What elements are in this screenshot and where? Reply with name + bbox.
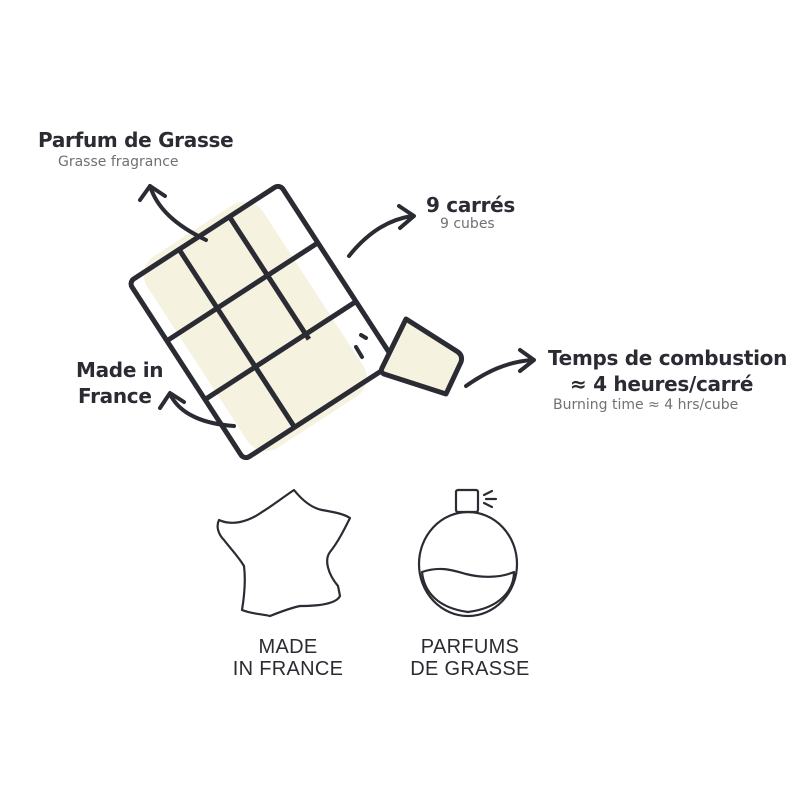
burn-time-value: ≈ 4 heures/carré (570, 372, 754, 396)
france-map-icon (216, 488, 352, 618)
burn-time-title: Temps de combustion (548, 346, 788, 370)
grasse-title: Parfum de Grasse (38, 128, 234, 152)
made-in-france-badge-label: MADE IN FRANCE (208, 636, 368, 680)
grasse-subtitle: Grasse fragrance (58, 154, 179, 170)
burn-time-subtitle: Burning time ≈ 4 hrs/cube (553, 397, 739, 413)
france-line2: France (78, 384, 152, 408)
arrow-to-cubes-icon (347, 204, 416, 258)
made-in-france-line2: IN FRANCE (232, 658, 344, 680)
arrow-to-burn-time-icon (464, 348, 536, 388)
perfume-bottle-icon (417, 488, 519, 618)
made-in-france-line1: MADE (258, 636, 318, 658)
wax-melt-tablet (128, 183, 396, 461)
parfums-de-grasse-line2: DE GRASSE (410, 658, 530, 680)
arrow-to-grasse-icon (138, 184, 208, 242)
parfums-de-grasse-line1: PARFUMS (420, 636, 520, 658)
cubes-subtitle: 9 cubes (440, 216, 495, 232)
arrow-to-france-icon (158, 391, 236, 428)
single-wax-cube (378, 316, 465, 397)
break-marks-icon (354, 333, 368, 359)
cubes-title: 9 carrés (426, 193, 516, 217)
parfums-de-grasse-badge-label: PARFUMS DE GRASSE (390, 636, 550, 680)
france-line1: Made in (76, 358, 164, 382)
